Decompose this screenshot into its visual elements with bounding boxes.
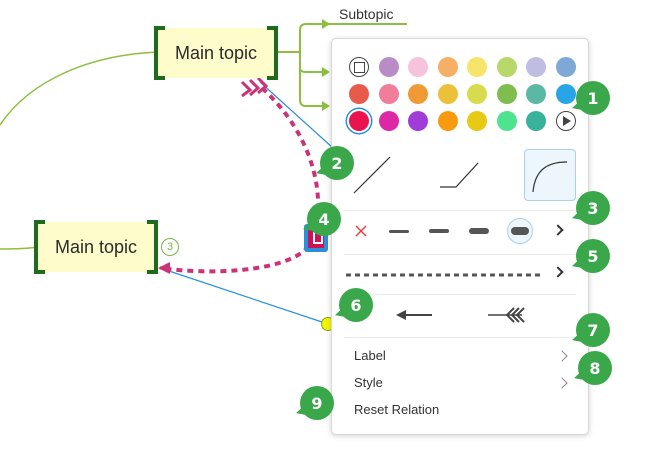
- callout-badge-7: 7: [576, 313, 610, 347]
- color-swatch[interactable]: [496, 84, 517, 104]
- callout-badge-9: 9: [300, 386, 334, 420]
- panel-divider: [344, 210, 576, 211]
- topic-label: Main topic: [54, 236, 138, 257]
- color-swatch[interactable]: [408, 57, 428, 77]
- main-topic-node-2[interactable]: Main topic: [34, 220, 158, 274]
- color-swatch[interactable]: [555, 57, 576, 77]
- relation-arrowhead-bottom: [158, 262, 170, 274]
- menu-item-label[interactable]: Label: [354, 348, 386, 363]
- color-swatch[interactable]: [349, 111, 369, 131]
- arrow-left-icon[interactable]: [394, 305, 436, 325]
- relation-style-panel: Label Style Reset Relation: [331, 38, 589, 435]
- color-swatch[interactable]: [437, 57, 458, 77]
- collapsed-children-count[interactable]: 3: [161, 238, 179, 256]
- relation-helper-line-bottom: [159, 267, 329, 325]
- panel-divider: [344, 294, 576, 295]
- curved-line-icon[interactable]: [524, 149, 576, 201]
- topic-bracket-left: [154, 26, 165, 80]
- color-swatch[interactable]: [349, 84, 369, 104]
- callout-badge-5: 5: [576, 239, 610, 273]
- callout-badge-1: 1: [576, 81, 610, 115]
- callout-badge-4: 4: [307, 202, 341, 236]
- relation-arrowhead-top: [240, 76, 269, 98]
- color-swatch[interactable]: [408, 84, 428, 104]
- color-swatch[interactable]: [496, 111, 517, 131]
- chevron-right-icon[interactable]: [556, 350, 568, 362]
- callout-badge-3: 3: [576, 191, 610, 225]
- color-swatch[interactable]: [437, 111, 458, 131]
- main-topic-node[interactable]: Main topic: [154, 26, 278, 80]
- callout-badge-8: 8: [578, 351, 612, 385]
- menu-item-reset-relation[interactable]: Reset Relation: [354, 402, 440, 417]
- topic-bracket-right: [147, 220, 158, 274]
- color-swatch[interactable]: [378, 57, 399, 77]
- line-width-extra-thick[interactable]: [507, 218, 533, 244]
- dash-pattern-preview[interactable]: [344, 266, 544, 277]
- color-row-2: [349, 84, 576, 104]
- color-swatch[interactable]: [526, 84, 546, 104]
- line-width-thick[interactable]: [468, 220, 490, 242]
- relation-curve: [159, 86, 321, 274]
- subtopic-branch-low: [299, 68, 326, 107]
- color-swatch[interactable]: [467, 57, 487, 77]
- color-row-3: [349, 111, 576, 131]
- line-width-medium[interactable]: [428, 220, 450, 242]
- subtopic-branch-top: [274, 23, 407, 53]
- chevron-right-icon[interactable]: [552, 266, 564, 278]
- topic-label: Main topic: [174, 42, 258, 63]
- color-swatch[interactable]: [437, 84, 458, 104]
- color-swatch[interactable]: [467, 111, 487, 131]
- panel-divider: [344, 254, 576, 255]
- arrow-triple-chevron-icon[interactable]: [486, 303, 526, 327]
- relation-helper-line-top: [259, 81, 334, 149]
- branch-line-topic1: [0, 51, 159, 126]
- subtopic-node[interactable]: Subtopic: [339, 6, 394, 22]
- branch-line-topic2: [0, 246, 39, 250]
- line-width-thin[interactable]: [388, 220, 410, 242]
- color-swatch[interactable]: [408, 111, 428, 131]
- color-swatch[interactable]: [526, 111, 546, 131]
- subtopic-arrow-mid: [322, 67, 330, 77]
- chevron-right-icon[interactable]: [556, 377, 568, 389]
- callout-badge-2: 2: [320, 146, 354, 180]
- callout-badge-6: 6: [339, 288, 373, 322]
- menu-item-style[interactable]: Style: [354, 375, 383, 390]
- no-line-icon[interactable]: [350, 220, 372, 242]
- color-swatch[interactable]: [378, 111, 399, 131]
- chevron-right-icon[interactable]: [552, 224, 564, 236]
- color-row-1: [349, 57, 576, 77]
- subtopic-arrow-low: [322, 101, 330, 111]
- color-swatch[interactable]: [496, 57, 517, 77]
- panel-divider: [344, 337, 576, 338]
- color-swatch[interactable]: [526, 57, 546, 77]
- color-swatch[interactable]: [555, 84, 576, 104]
- color-swatch[interactable]: [467, 84, 487, 104]
- topic-bracket-right: [267, 26, 278, 80]
- no-color-swatch[interactable]: [349, 57, 369, 77]
- more-colors-play-icon[interactable]: [555, 111, 576, 131]
- subtopic-arrow-top: [322, 19, 330, 29]
- straight-line-icon[interactable]: [346, 149, 398, 201]
- angled-line-icon[interactable]: [432, 149, 484, 201]
- topic-bracket-left: [34, 220, 45, 274]
- color-swatch[interactable]: [378, 84, 399, 104]
